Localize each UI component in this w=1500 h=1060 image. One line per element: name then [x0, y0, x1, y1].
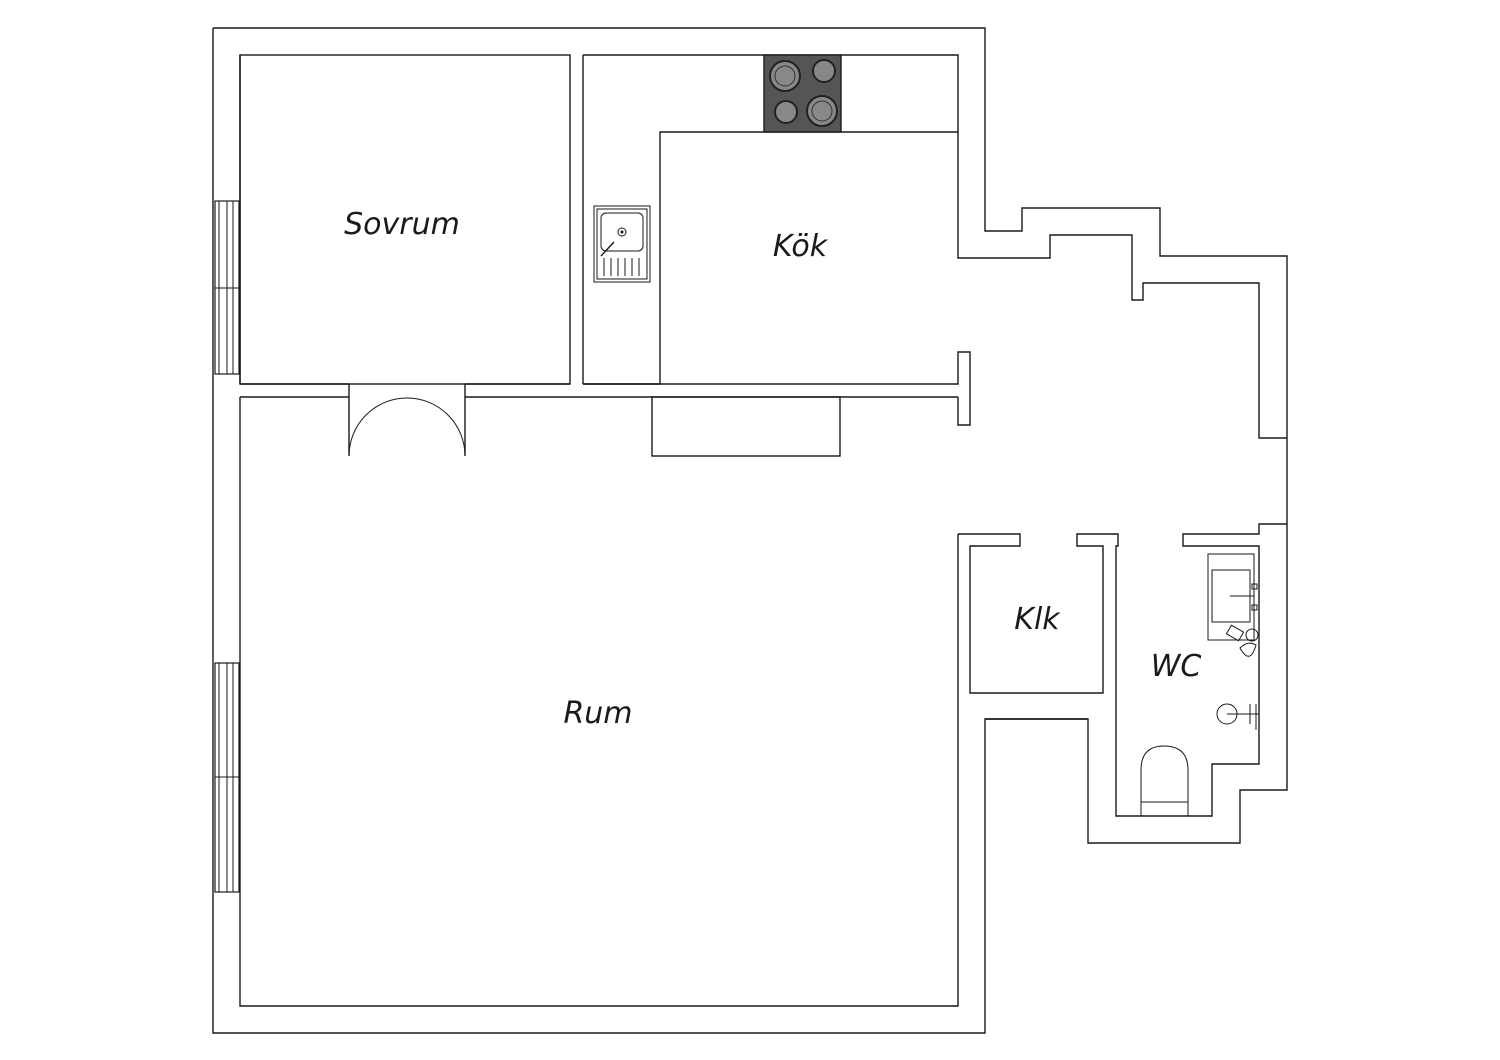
toilet-icon: [1140, 745, 1189, 817]
room-label-klk: Klk: [1014, 602, 1061, 637]
stove-icon: [763, 54, 842, 133]
room-label-rum: Rum: [563, 696, 632, 731]
shower-icon: [1216, 624, 1259, 730]
room-label-kok: Kök: [773, 229, 829, 264]
outer-wall: [212, 27, 1288, 1034]
window-icon: [214, 200, 240, 375]
room-sovrum: Sovrum: [239, 54, 571, 385]
sink-icon: [593, 205, 651, 283]
counter: [651, 396, 841, 457]
room-kok: Kök: [582, 54, 1287, 439]
door-swing-icon: [348, 384, 466, 457]
washbasin-icon: [1207, 553, 1258, 641]
hall-walls: [958, 523, 1287, 817]
room-label-wc: WC: [1151, 649, 1202, 684]
room-label-sovrum: Sovrum: [344, 207, 460, 242]
window-icon: [214, 662, 240, 893]
